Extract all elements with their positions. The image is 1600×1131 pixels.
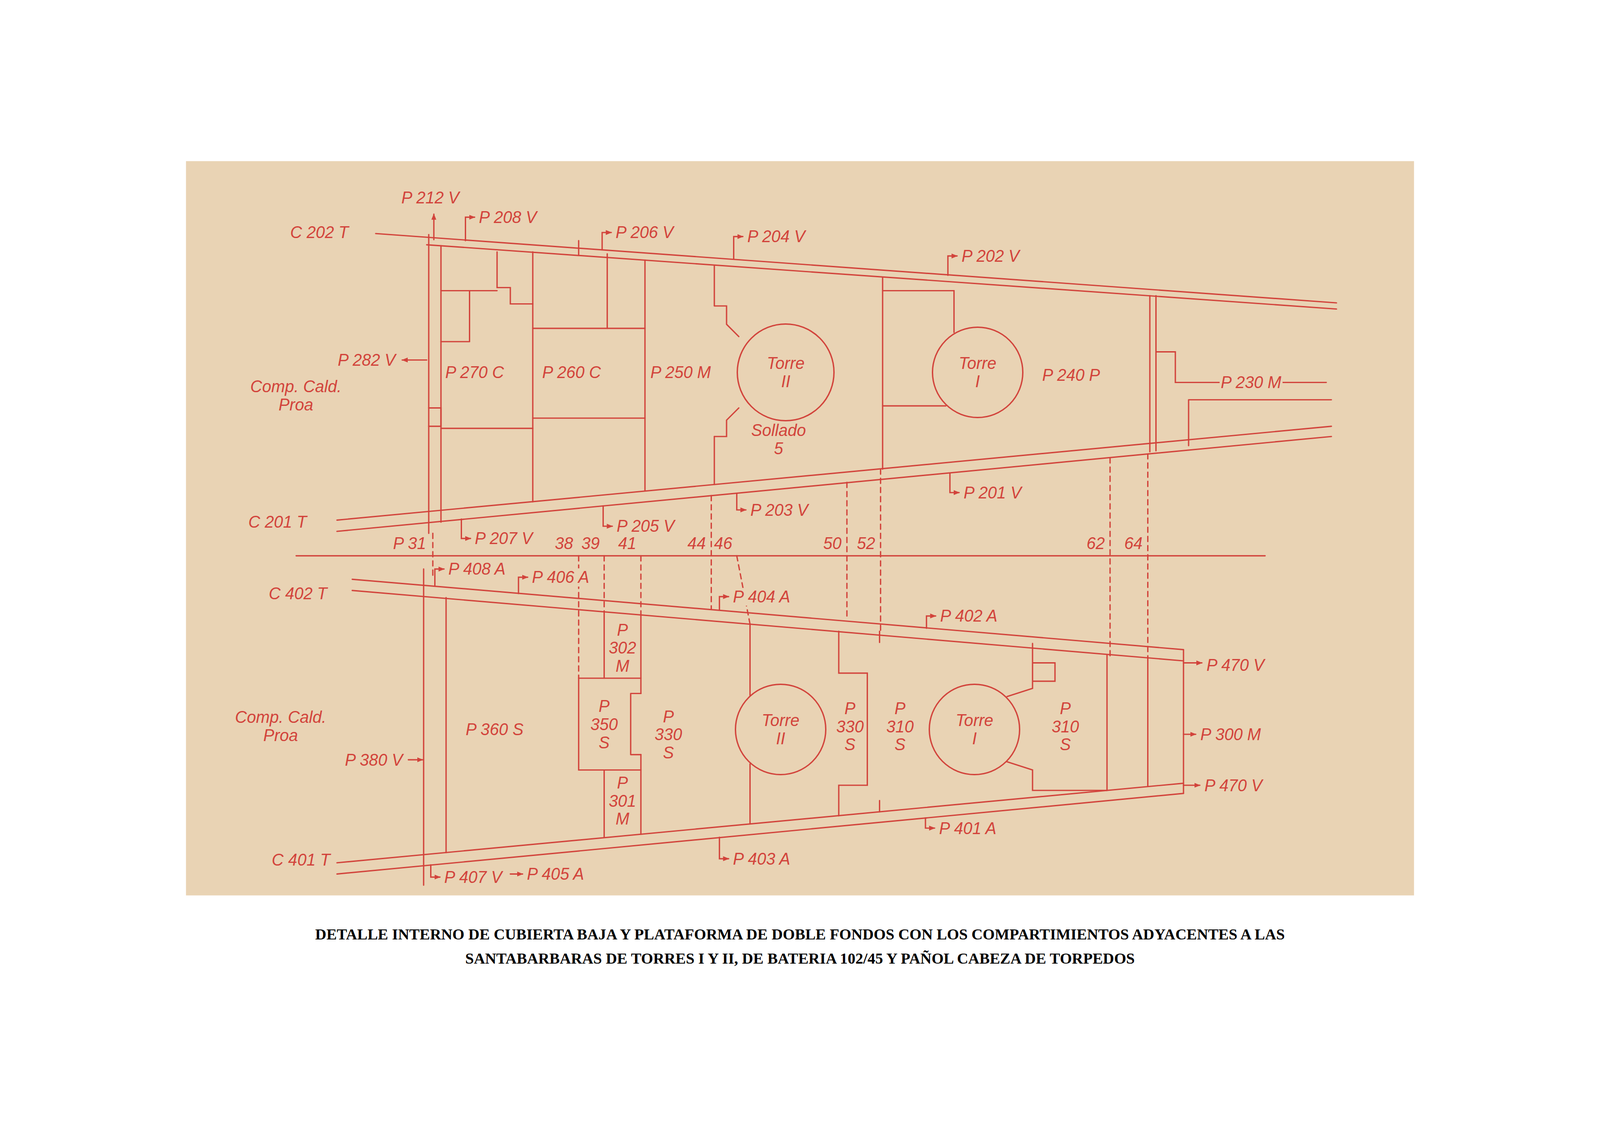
frame-number: 62 (1085, 535, 1107, 554)
hull-label: C 202 T (288, 223, 350, 242)
compartment-label: P 302 M (607, 620, 639, 676)
frame-dashed (432, 453, 1149, 679)
vent-label: P 202 V (960, 247, 1021, 266)
access-label: P 408 A (446, 560, 507, 579)
access-label: P 406 A (530, 568, 591, 587)
leader-arrows (402, 214, 1202, 878)
frame-number: P 31 (391, 535, 428, 554)
vent-label: P 380 V (343, 751, 405, 770)
compartment-label: P 310 S (884, 699, 916, 754)
turret-name: Torre II (757, 711, 804, 748)
compartment-label: P 350 S (588, 697, 620, 752)
compartment-label: Sollado 5 (747, 421, 810, 458)
hull-label: C 402 T (267, 584, 329, 603)
hull-label: C 201 T (246, 513, 308, 532)
compartment-label: P 360 S (464, 720, 525, 739)
vent-label: P 204 V (745, 227, 807, 246)
turret-name: Torre I (954, 354, 1001, 391)
vent-label: P 208 V (477, 208, 539, 227)
vent-label: P 205 V (615, 517, 676, 536)
compartment-label: P 250 M (649, 363, 713, 382)
compartment-label: P 310 S (1049, 699, 1081, 754)
compartment-label: P 330 S (834, 699, 866, 754)
frame-number: 38 (553, 535, 575, 554)
paper-sheet (186, 161, 1414, 896)
turret-outline (714, 290, 955, 437)
vent-label: P 407 V (442, 868, 504, 887)
frame-number: 39 (580, 535, 602, 554)
access-label: P 402 A (938, 607, 999, 626)
vent-label: P 207 V (473, 529, 535, 548)
frame-number: 52 (855, 535, 877, 554)
turret-name: Torre II (762, 354, 809, 391)
access-label: P 405 A (525, 865, 586, 884)
bulkhead-line (428, 234, 1156, 534)
compartment-label: P 300 M (1199, 725, 1263, 744)
vent-label: P 470 V (1203, 776, 1264, 795)
vent-label: P 206 V (614, 223, 676, 242)
figure-caption: DETALLE INTERNO DE CUBIERTA BAJA Y PLATA… (275, 922, 1325, 971)
frame-number: 46 (712, 535, 734, 554)
vent-label: P 212 V (400, 188, 461, 208)
compartment-line (428, 251, 645, 429)
compartment-label: P 270 C (443, 363, 506, 382)
frame-line (296, 555, 1265, 557)
vent-label: P 282 V (336, 351, 398, 370)
turret-circle: Torre II (736, 323, 835, 422)
hull-line (337, 233, 1337, 532)
turret-outline (838, 631, 1107, 816)
compartment-label: P 301 M (607, 774, 639, 829)
vent-label: P 470 V (1205, 656, 1266, 675)
access-label: P 401 A (937, 819, 998, 838)
vent-label: P 203 V (748, 501, 810, 520)
turret-circle: Torre II (734, 683, 827, 776)
turret-circle: Torre I (928, 683, 1021, 776)
compartment-label: P 260 C (540, 363, 603, 382)
region-label: Comp. Cald. Proa (229, 708, 332, 745)
turret-circle: Torre I (931, 326, 1024, 419)
frame-number: 64 (1122, 535, 1144, 554)
access-label: P 404 A (731, 587, 792, 607)
frame-number: 50 (821, 535, 843, 554)
bulkhead-line (423, 569, 1184, 886)
frame-number: 41 (616, 535, 638, 554)
compartment-label: P 330 S (652, 707, 684, 762)
vent-label: P 201 V (962, 483, 1024, 503)
hull-label: C 401 T (270, 851, 332, 870)
access-label: P 403 A (731, 850, 792, 869)
region-label: Comp. Cald. Proa (245, 377, 347, 414)
compartment-label: P 240 P (1040, 366, 1102, 385)
compartment-label: P 230 M (1219, 373, 1284, 392)
compartment-line (1155, 352, 1332, 447)
hull-line (337, 579, 1184, 874)
turret-name: Torre I (951, 711, 998, 748)
magazine-box (578, 678, 641, 770)
frame-number: 44 (685, 535, 707, 554)
